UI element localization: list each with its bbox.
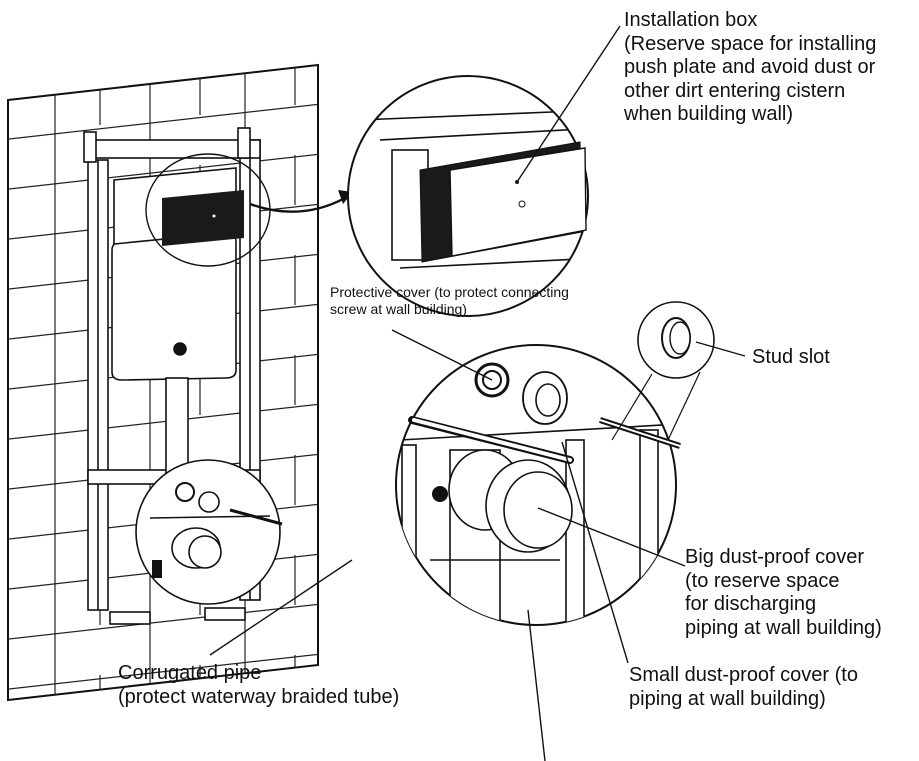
outlet-detail-small xyxy=(135,459,283,605)
brick-wall xyxy=(7,63,319,702)
label-line: Protective cover (to protect connecting xyxy=(330,284,569,300)
leader-lines xyxy=(209,25,746,761)
stud-slot-label: Stud slot xyxy=(752,346,830,370)
label-line: Big dust-proof cover xyxy=(685,546,864,568)
label-line: push plate and avoid dust or xyxy=(624,56,876,79)
label-line: screw at wall building) xyxy=(330,300,467,317)
label-line: Installation box xyxy=(624,9,758,31)
label-line: (protect waterway braided tube) xyxy=(118,685,400,708)
protective-cover-label: Protective cover (to protect connecting … xyxy=(330,284,569,317)
outlet-detail-large xyxy=(395,344,681,626)
label-line: (Reserve space for installing xyxy=(624,32,877,55)
label-line: other dirt entering cistern xyxy=(624,79,846,102)
corrugated-pipe-label: Corrugated pipe (protect waterway braide… xyxy=(118,662,399,709)
label-line: Small dust-proof cover (to xyxy=(629,664,858,686)
label-line: Corrugated pipe xyxy=(118,662,262,684)
installation-box-small xyxy=(162,190,244,246)
installation-box-detail xyxy=(347,75,589,317)
label-line: for discharging xyxy=(685,593,817,616)
arrow-connector xyxy=(249,196,346,213)
label-line: piping at wall building) xyxy=(629,687,826,710)
big-dust-proof-cover-label: Big dust-proof cover (to reserve space f… xyxy=(685,546,882,640)
label-line: (to reserve space xyxy=(685,569,840,592)
label-line: piping at wall building) xyxy=(685,616,882,639)
small-dust-proof-cover-label: Small dust-proof cover (to piping at wal… xyxy=(629,664,858,711)
label-line: Stud slot xyxy=(752,346,830,368)
installation-box-label: Installation box (Reserve space for inst… xyxy=(624,9,876,127)
label-line: when building wall) xyxy=(624,103,793,126)
stud-slot-detail xyxy=(611,301,715,441)
